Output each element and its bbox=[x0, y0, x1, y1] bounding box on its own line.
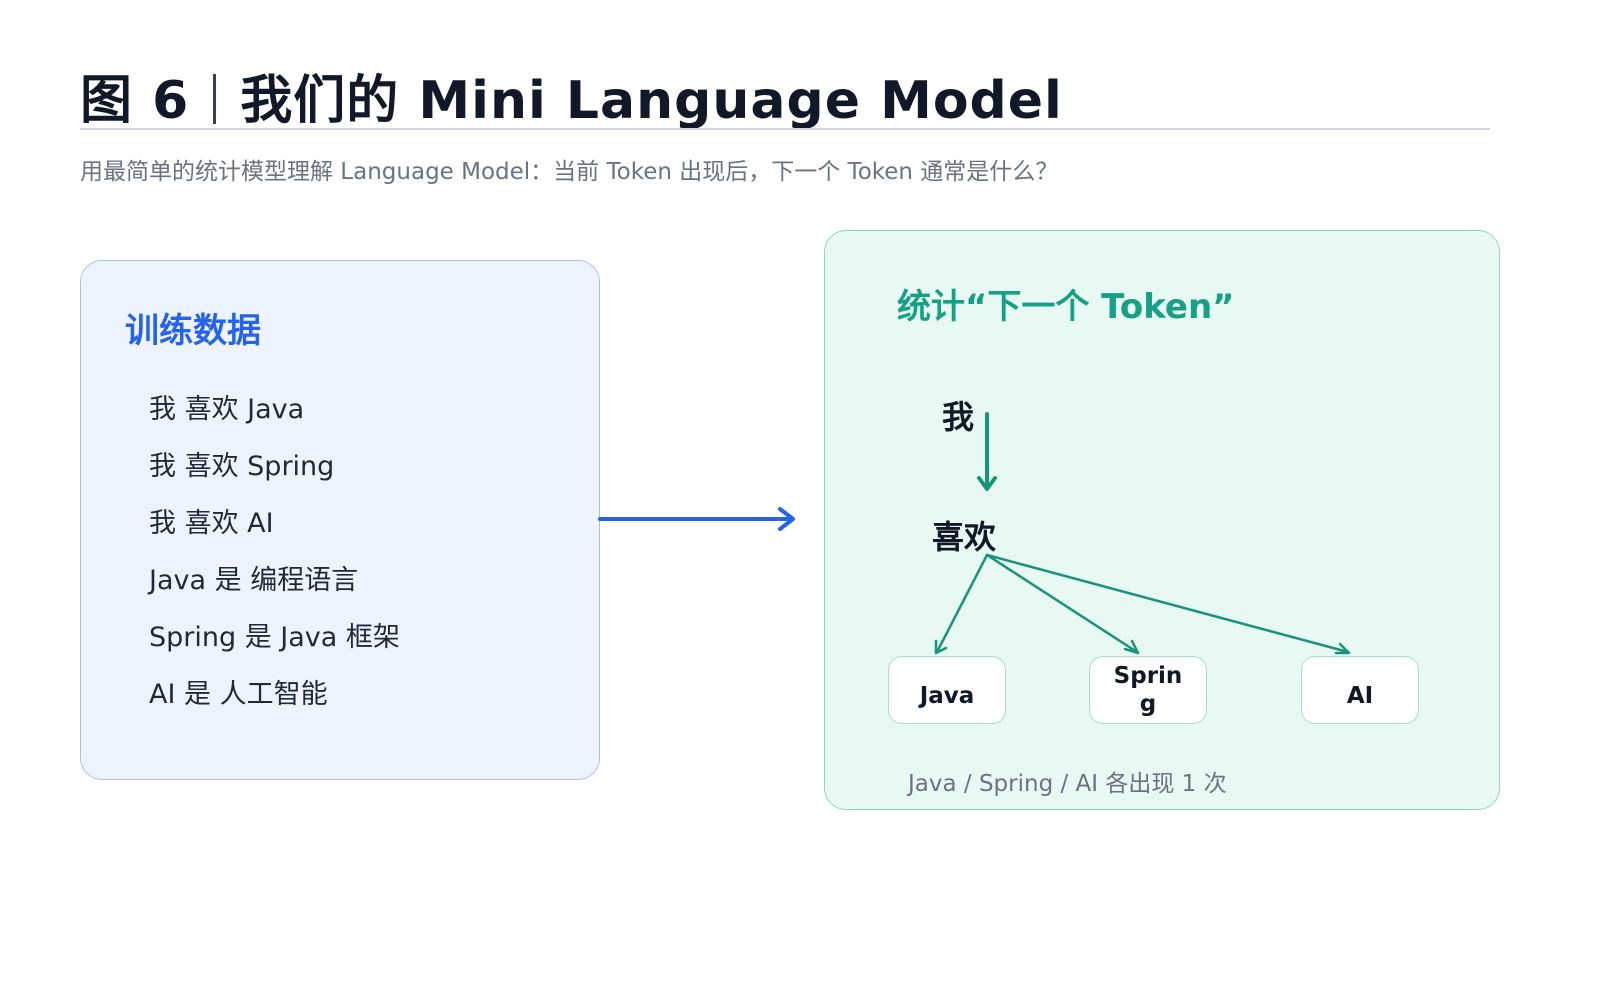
candidate-node-ai: AI bbox=[1301, 656, 1419, 724]
root-token-node: 我 bbox=[942, 398, 975, 436]
training-line: 我 喜欢 AI bbox=[149, 508, 274, 539]
figure-title-text: 我们的 Mini Language Model bbox=[240, 71, 1063, 131]
next-token-stats-title: 统计“下一个 Token” bbox=[897, 287, 1235, 327]
training-line: Spring 是 Java 框架 bbox=[149, 622, 400, 653]
candidate-node-spring: Spring bbox=[1089, 656, 1207, 724]
training-line: Java 是 编程语言 bbox=[149, 565, 359, 596]
panel-connector-arrow bbox=[598, 507, 795, 531]
candidate-label: Java bbox=[919, 683, 975, 709]
title-divider bbox=[80, 128, 1490, 130]
candidate-label: AI bbox=[1346, 683, 1374, 709]
figure-title: 图 6 我们的 Mini Language Model bbox=[80, 58, 1063, 133]
title-separator bbox=[213, 74, 217, 124]
training-data-panel: 训练数据 我 喜欢 Java 我 喜欢 Spring 我 喜欢 AI Java … bbox=[80, 260, 600, 780]
figure-label: 图 6 bbox=[80, 71, 190, 131]
frequency-note: Java / Spring / AI 各出现 1 次 bbox=[908, 771, 1227, 797]
candidate-label: Spring bbox=[1113, 663, 1183, 717]
next-token-node: 喜欢 bbox=[932, 518, 997, 556]
training-line: 我 喜欢 Spring bbox=[149, 451, 335, 482]
training-line: AI 是 人工智能 bbox=[149, 679, 328, 710]
training-data-list: 我 喜欢 Java 我 喜欢 Spring 我 喜欢 AI Java 是 编程语… bbox=[149, 381, 400, 723]
figure-subtitle: 用最简单的统计模型理解 Language Model：当前 Token 出现后，… bbox=[80, 159, 1059, 185]
training-line: 我 喜欢 Java bbox=[149, 394, 305, 425]
candidate-node-java: Java bbox=[888, 656, 1006, 724]
training-data-title: 训练数据 bbox=[125, 311, 261, 351]
